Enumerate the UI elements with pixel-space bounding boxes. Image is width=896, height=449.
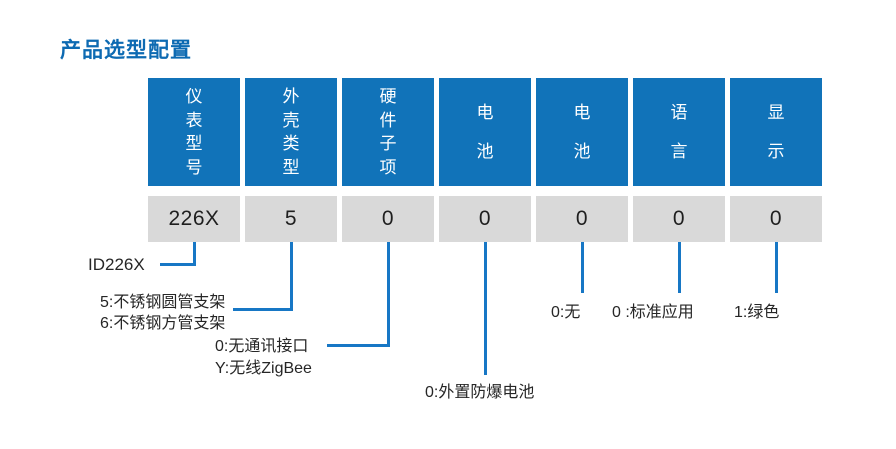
column-hardware-subitem: 硬件子项 0 (342, 78, 434, 242)
header-char: 外 (282, 87, 300, 107)
connector-h-instrument-model (160, 263, 196, 266)
column-header-hardware-subitem: 硬件子项 (342, 78, 434, 186)
connector-v-battery-2 (581, 242, 584, 293)
label-housing-option-square: 6:不锈钢方管支架 (100, 315, 226, 332)
column-value-battery-1: 0 (439, 196, 531, 242)
header-char: 壳 (282, 110, 300, 130)
column-header-display: 显示 (730, 78, 822, 186)
page-title: 产品选型配置 (60, 39, 192, 62)
label-comm-options: 0:无通讯接口 Y:无线ZigBee (215, 336, 312, 379)
label-comm-option-none: 0:无通讯接口 (215, 338, 309, 355)
column-display: 显示 0 (730, 78, 822, 242)
header-char: 仪 (185, 87, 203, 107)
column-value-language: 0 (633, 196, 725, 242)
column-value-hardware-subitem: 0 (342, 196, 434, 242)
header-char: 型 (282, 157, 300, 177)
label-battery-external: 0:外置防爆电池 (425, 384, 535, 401)
header-char: 类 (282, 134, 300, 154)
connector-v-battery-1 (484, 242, 487, 375)
label-housing-option-round: 5:不锈钢圆管支架 (100, 294, 226, 311)
selection-table: 仪表型号 226X 外壳类型 5 硬件子项 0 电池 0 电池 0 语言 0 显… (148, 78, 822, 242)
label-application-standard: 0 :标准应用 (612, 304, 694, 321)
label-comm-option-zigbee: Y:无线ZigBee (215, 360, 312, 377)
column-housing-type: 外壳类型 5 (245, 78, 337, 242)
column-instrument-model: 仪表型号 226X (148, 78, 240, 242)
header-char: 电 (476, 103, 494, 122)
connector-v-language (678, 242, 681, 293)
header-char: 子 (379, 134, 397, 154)
connector-h-housing-type (233, 308, 293, 311)
header-char: 项 (379, 157, 397, 177)
header-char: 型 (185, 134, 203, 154)
column-value-housing-type: 5 (245, 196, 337, 242)
label-battery-none: 0:无 (551, 304, 581, 321)
header-char: 语 (670, 103, 688, 122)
column-language: 语言 0 (633, 78, 725, 242)
header-char: 池 (476, 142, 494, 161)
header-char: 显 (767, 103, 785, 122)
column-battery-2: 电池 0 (536, 78, 628, 242)
header-char: 言 (670, 142, 688, 161)
header-char: 号 (185, 157, 203, 177)
header-char: 件 (379, 110, 397, 130)
connector-v-hardware-subitem (387, 242, 390, 347)
label-model-id: ID226X (88, 255, 145, 274)
column-value-display: 0 (730, 196, 822, 242)
column-battery-1: 电池 0 (439, 78, 531, 242)
header-char: 示 (767, 142, 785, 161)
column-header-instrument-model: 仪表型号 (148, 78, 240, 186)
header-char: 硬 (379, 87, 397, 107)
column-value-battery-2: 0 (536, 196, 628, 242)
connector-v-display (775, 242, 778, 293)
column-header-battery-2: 电池 (536, 78, 628, 186)
header-char: 电 (573, 103, 591, 122)
connector-h-hardware-subitem (327, 344, 390, 347)
column-header-battery-1: 电池 (439, 78, 531, 186)
label-housing-options: 5:不锈钢圆管支架 6:不锈钢方管支架 (100, 292, 225, 334)
label-display-green: 1:绿色 (734, 304, 780, 321)
connector-v-instrument-model (193, 242, 196, 266)
header-char: 池 (573, 142, 591, 161)
column-header-language: 语言 (633, 78, 725, 186)
column-value-instrument-model: 226X (148, 196, 240, 242)
connector-v-housing-type (290, 242, 293, 311)
header-char: 表 (185, 110, 203, 130)
column-header-housing-type: 外壳类型 (245, 78, 337, 186)
